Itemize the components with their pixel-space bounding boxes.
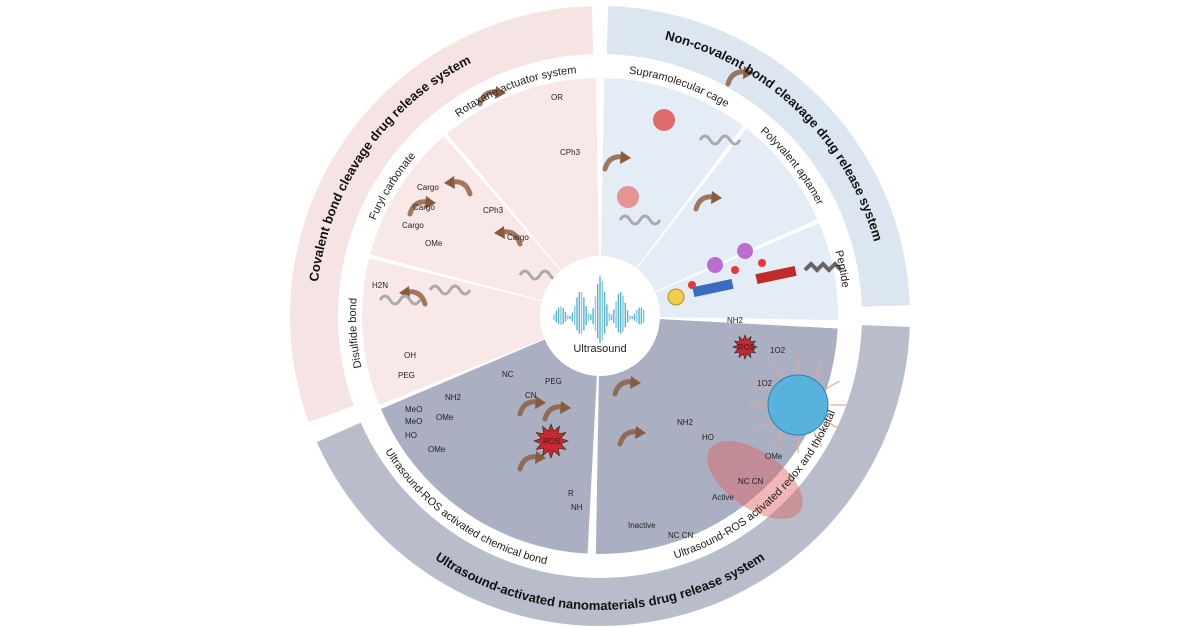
center-label: Ultrasound	[573, 343, 626, 355]
polymer-chain-icon	[698, 134, 742, 146]
chem-label-r: R	[568, 489, 574, 498]
polymer-chain-icon	[618, 214, 662, 226]
curved-arrow-icon	[517, 451, 546, 472]
curved-arrow-icon	[612, 376, 641, 397]
chem-label-meo2: MeO	[405, 417, 422, 426]
chem-label-o2a: 1O2	[770, 346, 786, 355]
curved-arrow-icon	[494, 226, 523, 247]
chem-label-ho: HO	[405, 431, 417, 440]
red-dot-icon	[758, 259, 766, 267]
chem-label-cph3a: CPh3	[560, 148, 581, 157]
sector-aptamer	[635, 128, 818, 293]
curved-arrow-icon	[602, 151, 631, 172]
chem-label-ros1: ROS	[543, 437, 560, 446]
chem-label-cargo3: Cargo	[507, 233, 529, 242]
chem-label-ome: OMe	[425, 239, 443, 248]
chem-label-oh_rot: OR	[551, 93, 563, 102]
chem-label-nc: NC	[502, 370, 514, 379]
decorations: CargoCargoCargoCargoOMeORCPh3CPh3H2NOHPE…	[372, 66, 846, 540]
chem-label-peg1: PEG	[398, 371, 415, 380]
polymer-chain-icon	[378, 294, 422, 306]
curved-arrow-icon	[617, 426, 646, 447]
curved-arrow-icon	[517, 396, 546, 417]
chem-label-o2b: 1O2	[757, 379, 773, 388]
curved-arrow-icon	[477, 86, 506, 107]
chem-label-active: Active	[712, 493, 734, 502]
ros-burst-icon	[533, 423, 569, 459]
curved-arrow-icon	[725, 66, 754, 87]
chem-label-cargo2: Cargo	[402, 221, 424, 230]
curved-arrow-icon	[693, 191, 722, 212]
chem-label-cargo1: Cargo	[413, 203, 435, 212]
sector-redox	[595, 319, 838, 554]
chem-label-meo1: MeO	[405, 405, 422, 414]
inner-sectors	[362, 78, 838, 554]
active-glow	[707, 440, 803, 520]
peptide-icon	[667, 261, 843, 306]
chem-label-ros2: ROS	[738, 343, 755, 352]
polymer-chain-icon	[428, 284, 472, 296]
chem-label-nh: NH	[571, 503, 583, 512]
outer-ring-segment-nanomaterials	[316, 325, 910, 627]
chem-label-inactive: Inactive	[628, 521, 656, 530]
chem-label-h2n: H2N	[372, 281, 388, 290]
outer-ring-segment-covalent	[289, 6, 594, 423]
sector-furyl	[370, 136, 562, 301]
red-dot-icon	[731, 266, 739, 274]
drug-cluster-icon	[707, 257, 723, 273]
sector-cage	[601, 78, 744, 270]
chem-label-ho2: HO	[702, 433, 714, 442]
chem-label-peg2: PEG	[545, 377, 562, 386]
sector-rotaxane	[447, 78, 599, 272]
nanoparticle-icon	[750, 357, 846, 453]
curved-arrow-icon	[444, 176, 473, 197]
chem-label-cn: CN	[525, 391, 537, 400]
curved-arrow-icon	[407, 196, 436, 217]
outer-ring-segment-noncovalent	[606, 6, 910, 307]
polymer-chain-icon	[518, 269, 562, 281]
sector-chemical	[380, 338, 597, 554]
ros-burst-icon	[732, 334, 758, 360]
curved-arrow-icon	[542, 401, 571, 422]
chem-label-nccn2: NC CN	[738, 477, 764, 486]
chem-label-cargo: Cargo	[417, 183, 439, 192]
chem-label-nh2c: NH2	[677, 418, 694, 427]
cage-sphere-icon	[617, 186, 639, 208]
chem-label-ome4: OMe	[765, 452, 783, 461]
chem-label-ome3: OMe	[428, 445, 446, 454]
chem-label-nccn1: NC CN	[668, 531, 694, 540]
chem-label-ome2: OMe	[436, 413, 454, 422]
chem-label-cph3b: CPh3	[483, 206, 504, 215]
chem-label-nh2b: NH2	[727, 316, 744, 325]
drug-cluster-icon	[737, 243, 753, 259]
chem-label-nh2a: NH2	[445, 393, 462, 402]
chem-label-oh: OH	[404, 351, 416, 360]
cage-sphere-icon	[653, 109, 675, 131]
ultrasound-wave-icon	[553, 276, 645, 343]
